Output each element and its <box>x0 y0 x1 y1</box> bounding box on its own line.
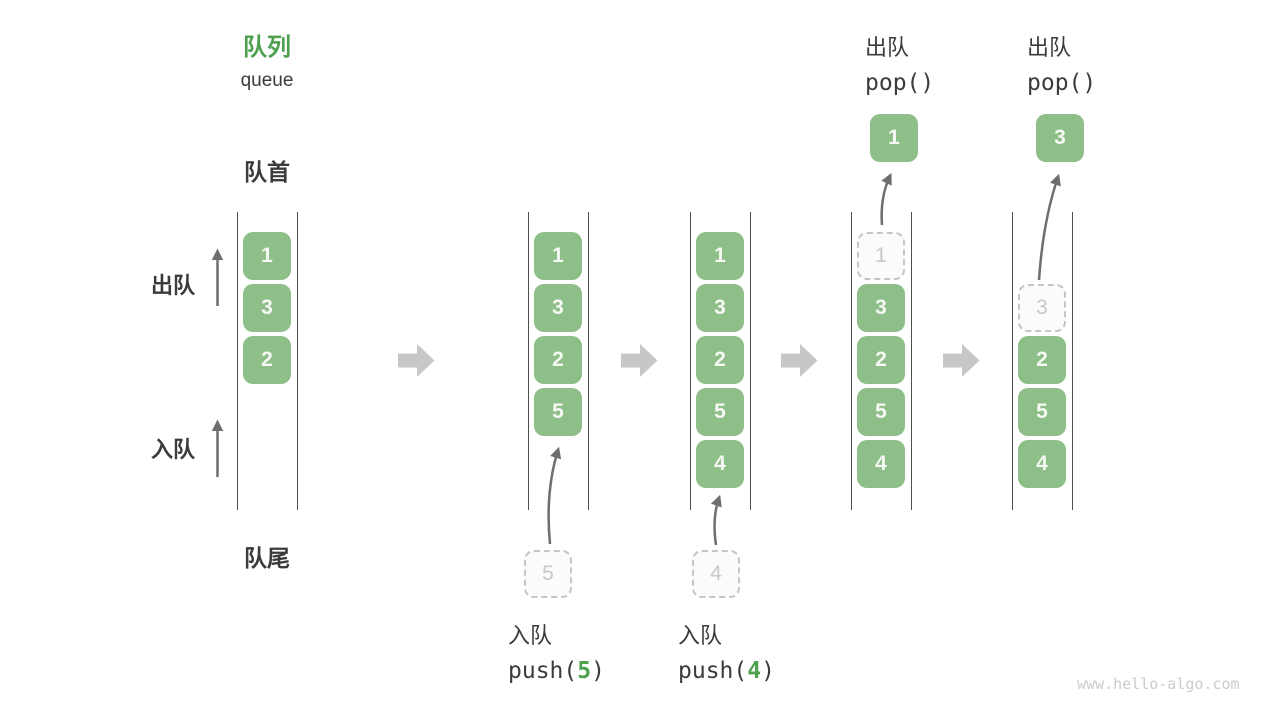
queue-element: 2 <box>243 336 291 384</box>
queue-element: 5 <box>696 388 744 436</box>
queue-element: 2 <box>857 336 905 384</box>
staged-element-push-4: 4 <box>692 550 740 598</box>
queue-rear-label: 队尾 <box>244 545 290 571</box>
page-title: 队列 <box>243 34 291 61</box>
pop-operation-label-1: 出队 pop() <box>865 30 934 96</box>
queue-element: 4 <box>696 440 744 488</box>
queue-state-1: 1 3 2 <box>237 212 298 510</box>
staged-element-push-5: 5 <box>524 550 572 598</box>
queue-state-2: 1 3 2 5 <box>528 212 589 510</box>
queue-element: 3 <box>857 284 905 332</box>
queue-element: 5 <box>534 388 582 436</box>
queue-element: 2 <box>1018 336 1066 384</box>
page-subtitle: queue <box>240 70 294 91</box>
push-argument: 4 <box>747 658 762 684</box>
transition-arrow-2 <box>621 344 658 377</box>
popped-element-1: 1 <box>870 114 918 162</box>
dequeue-op-text: 出队 <box>865 35 910 60</box>
dequeue-op-text: 出队 <box>1027 35 1072 60</box>
queue-element: 2 <box>534 336 582 384</box>
push-operation-label-1: 入队 push(5) <box>508 618 605 684</box>
enqueue-direction-label: 入队 <box>151 437 196 462</box>
queue-element: 4 <box>1018 440 1066 488</box>
queue-element: 1 <box>243 232 291 280</box>
queue-element: 5 <box>1018 388 1066 436</box>
queue-front-label: 队首 <box>244 159 290 185</box>
push-code-text: push(5) <box>508 658 605 684</box>
transition-arrow-1 <box>398 344 435 377</box>
popped-element-3: 3 <box>1036 114 1084 162</box>
queue-element: 3 <box>243 284 291 332</box>
queue-element: 2 <box>696 336 744 384</box>
queue-state-4: 1 3 2 5 4 <box>851 212 912 510</box>
transition-arrow-4 <box>943 344 980 377</box>
queue-element: 5 <box>857 388 905 436</box>
push-argument: 5 <box>577 658 592 684</box>
push-code-text: push(4) <box>678 658 775 684</box>
queue-element-removed: 3 <box>1018 284 1066 332</box>
queue-element: 3 <box>534 284 582 332</box>
queue-element: 4 <box>857 440 905 488</box>
queue-element: 1 <box>696 232 744 280</box>
queue-element: 1 <box>534 232 582 280</box>
pop-code-text: pop() <box>1027 70 1097 96</box>
queue-state-3: 1 3 2 5 4 <box>690 212 751 510</box>
watermark: www.hello-algo.com <box>1077 675 1240 693</box>
queue-state-5: 3 2 5 4 <box>1012 212 1073 510</box>
queue-element-removed: 1 <box>857 232 905 280</box>
enqueue-op-text: 入队 <box>678 623 723 648</box>
enqueue-op-text: 入队 <box>508 623 553 648</box>
pop-operation-label-2: 出队 pop() <box>1027 30 1096 96</box>
transition-arrow-3 <box>781 344 818 377</box>
push-operation-label-2: 入队 push(4) <box>678 618 775 684</box>
pop-code-text: pop() <box>865 70 935 96</box>
queue-element: 3 <box>696 284 744 332</box>
dequeue-direction-label: 出队 <box>151 273 196 298</box>
